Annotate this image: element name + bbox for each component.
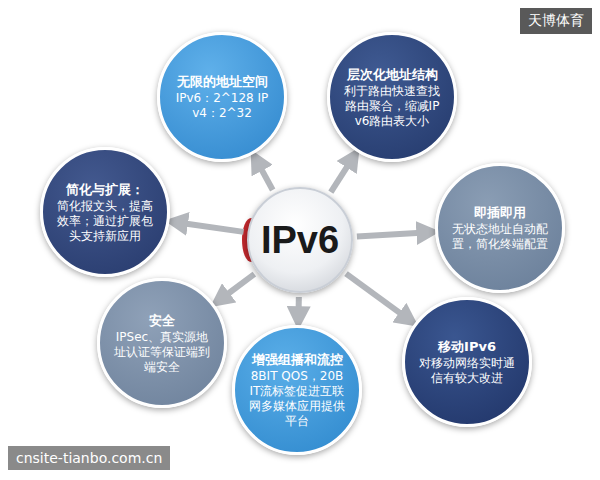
arrow-connector	[225, 274, 254, 296]
arrow-connector	[183, 223, 243, 232]
node-heading: IPv6	[261, 218, 339, 262]
node-heading: 即插即用	[452, 204, 548, 221]
arrow-connector	[296, 297, 302, 311]
node-heading: 增强组播和流控	[249, 351, 345, 368]
node-body: 8BIT QOS，20BIT流标签促进互联网多媒体应用提供平台	[249, 369, 345, 429]
center-circle: IPv6	[247, 187, 353, 293]
arrow-connector	[331, 163, 349, 192]
node-body: 简化报文头，提高效率；通过扩展包头支持新应用	[57, 199, 153, 244]
feature-circle: 增强组播和流控8BIT QOS，20BIT流标签促进互联网多媒体应用提供平台	[232, 325, 362, 455]
arrow-connector	[346, 274, 403, 316]
feature-circle: 移动IPv6对移动网络实时通信有较大改进	[402, 297, 532, 427]
node-heading: 简化与扩展：	[57, 181, 153, 198]
watermark-url: cnsite-tianbo.com.cn	[8, 446, 170, 470]
feature-circle: 无限的地址空间IPv6：2^128 IPv4：2^32	[157, 32, 287, 162]
feature-circle: 简化与扩展：简化报文头，提高效率；通过扩展包头支持新应用	[40, 147, 170, 277]
node-body: IPv6：2^128 IPv4：2^32	[174, 91, 270, 121]
node-heading: 安全	[114, 312, 210, 329]
node-heading: 移动IPv6	[419, 338, 515, 355]
node-heading: 层次化地址结构	[344, 66, 440, 83]
watermark-badge: 天博体育	[520, 8, 592, 34]
arrow-connector	[260, 166, 273, 190]
node-heading: 无限的地址空间	[174, 73, 270, 90]
node-body: IPSec、真实源地址认证等保证端到端安全	[114, 330, 210, 375]
arrow-connector	[357, 233, 421, 237]
feature-circle: 安全IPSec、真实源地址认证等保证端到端安全	[97, 278, 227, 408]
node-body: 无状态地址自动配置，简化终端配置	[452, 222, 548, 252]
node-body: 利于路由快速查找路由聚合，缩减IPv6路由表大小	[344, 84, 440, 129]
feature-circle: 即插即用无状态地址自动配置，简化终端配置	[435, 163, 565, 293]
node-body: 对移动网络实时通信有较大改进	[419, 356, 515, 386]
feature-circle: 层次化地址结构利于路由快速查找路由聚合，缩减IPv6路由表大小	[327, 32, 457, 162]
